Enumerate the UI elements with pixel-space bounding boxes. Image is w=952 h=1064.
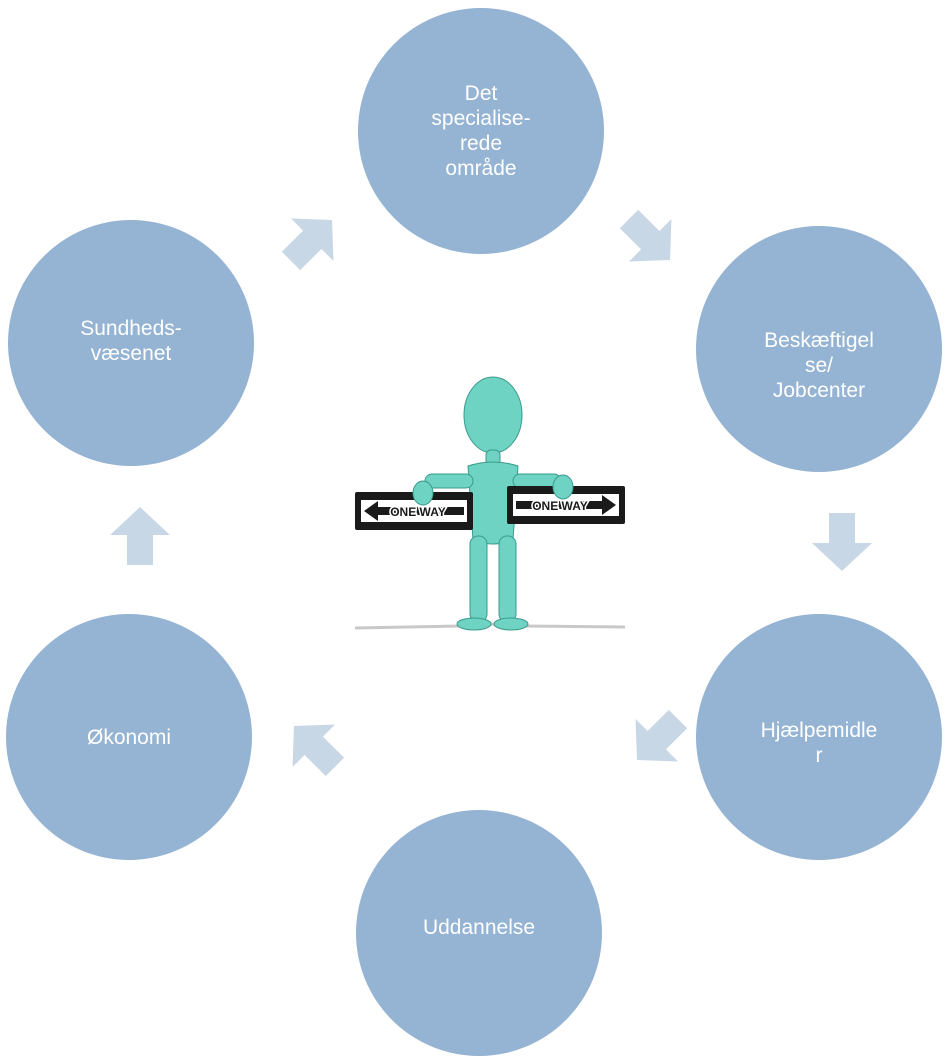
node-label: Beskæftigel se/ Jobcenter xyxy=(764,328,874,402)
arrow-specialised-to-employment xyxy=(619,209,672,262)
node-employment: Beskæftigel se/ Jobcenter xyxy=(696,226,942,472)
one-way-sign-left: ONE WAY xyxy=(355,492,473,530)
node-label: Sundheds- væsenet xyxy=(80,317,182,365)
node-label: Hjælpemidle r xyxy=(760,719,878,767)
arrow-right-icon xyxy=(516,495,616,515)
node-label: Det specialise- rede område xyxy=(431,82,531,180)
one-way-stick-figure-icon: ONE WAY ONE WAY xyxy=(354,376,626,631)
node-label: Uddannelse xyxy=(422,915,536,939)
arrow-economy-to-health xyxy=(110,507,170,565)
node-aids: Hjælpemidle r xyxy=(696,614,942,860)
sign-left-text: ONE WAY xyxy=(390,505,446,519)
node-health: Sundheds- væsenet xyxy=(8,220,254,466)
node-label: Økonomi xyxy=(86,725,172,749)
arrow-aids-to-education xyxy=(635,709,688,762)
one-way-sign-right: ONE WAY xyxy=(507,486,625,524)
arrow-left-icon xyxy=(364,501,464,521)
sign-right-text: ONE WAY xyxy=(532,499,588,513)
node-economy: Økonomi xyxy=(6,614,252,860)
node-specialised: Det specialise- rede område xyxy=(358,8,604,254)
arrow-education-to-economy xyxy=(292,724,345,777)
node-education: Uddannelse xyxy=(356,810,602,1056)
arrow-health-to-specialised xyxy=(281,218,334,271)
arrow-employment-to-aids xyxy=(812,513,872,571)
